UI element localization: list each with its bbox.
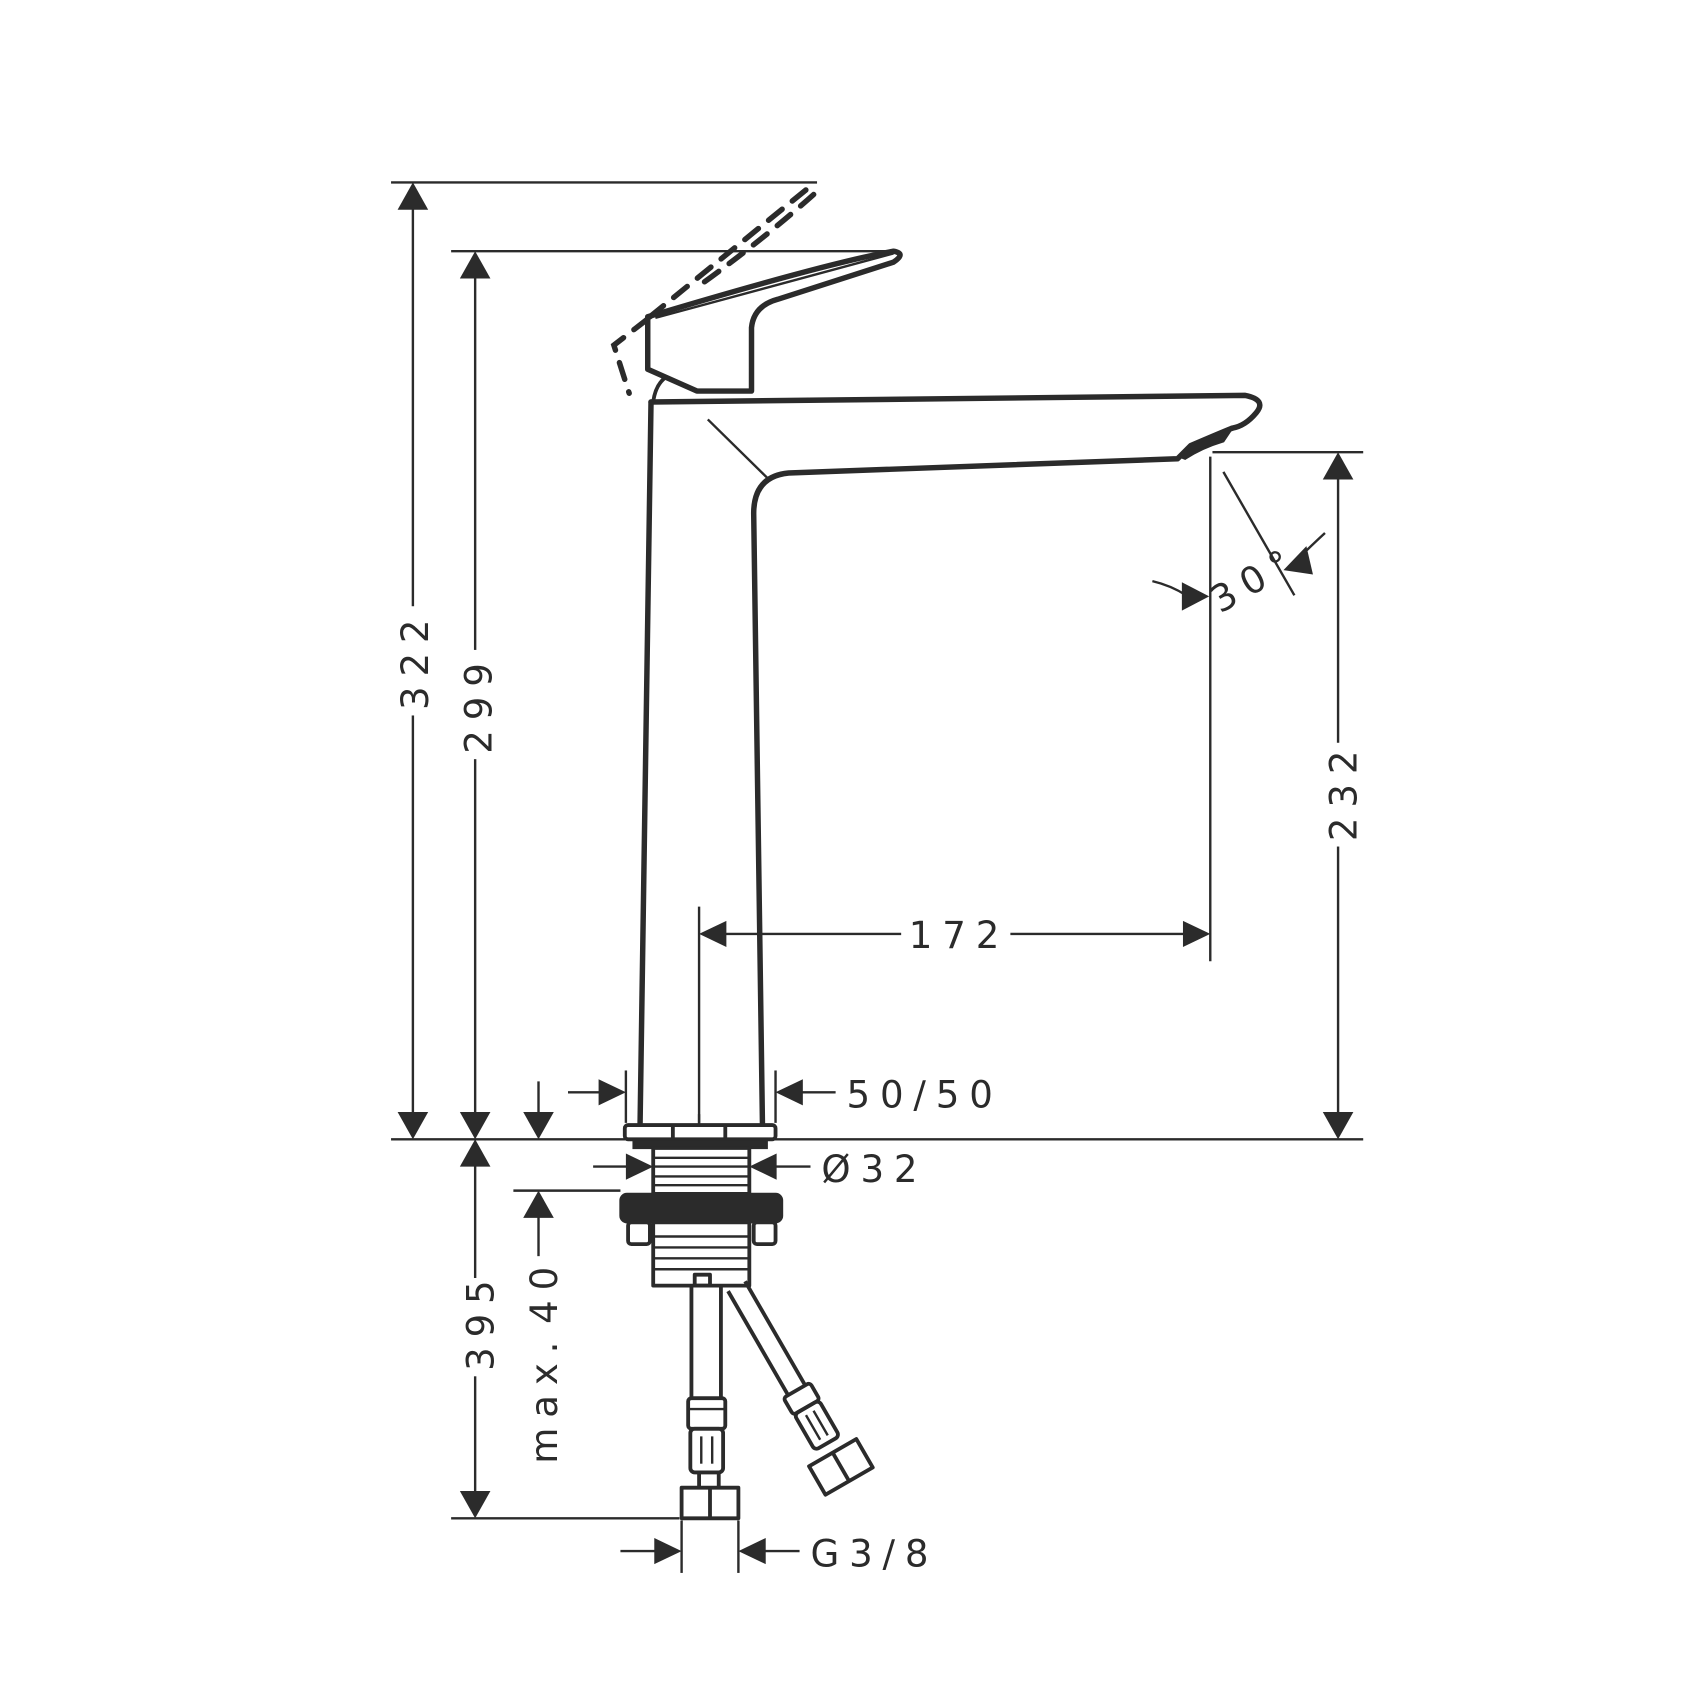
extension-lines [391,181,1364,1520]
dimension-shank-diameter: Ø32 [593,1148,927,1191]
dimension-connection-thread: G3/8 [620,1520,938,1575]
dimension-angle-30: 30° [1152,471,1326,622]
supply-hoses [679,1280,875,1521]
dimension-322: 322 [394,182,437,1140]
dimension-322-label: 322 [394,610,437,710]
dimension-max-40: 40 max. [523,1081,566,1464]
shank-diameter-label: Ø32 [821,1148,927,1191]
connection-thread-label: G3/8 [810,1532,938,1575]
dimension-172: 172 [699,912,1211,957]
dimension-base-50-50: 50/50 [568,1070,1003,1123]
angle-30-label: 30° [1203,537,1307,622]
base-50-50-label: 50/50 [847,1074,1003,1117]
dimension-299: 299 [458,251,501,1140]
dimension-172-label: 172 [909,914,1009,957]
dimension-max-prefix: max. [523,1332,566,1464]
dimension-232: 232 [1320,452,1366,1140]
faucet-body [637,392,1263,1126]
dimension-232-label: 232 [1323,741,1366,841]
base-assembly [619,1123,784,1288]
lever-handle [645,248,903,403]
dimension-40-label: 40 [523,1257,566,1324]
dimension-395: 395 [457,1139,503,1519]
lever-raised-outline [610,180,817,396]
dimension-395-label: 395 [460,1270,503,1370]
dimension-299-label: 299 [458,653,501,753]
